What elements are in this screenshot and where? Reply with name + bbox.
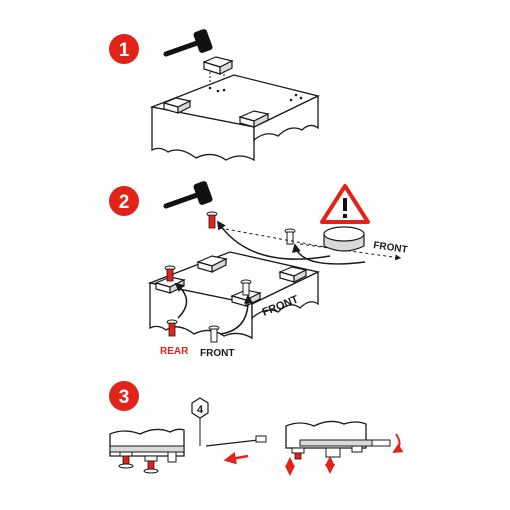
hex-key-rod <box>205 435 267 447</box>
step-3-number: 3 <box>119 387 130 408</box>
spacer-block <box>202 56 234 90</box>
white-pin-top <box>284 228 296 245</box>
front-label-pin: FRONT <box>200 348 234 359</box>
panel-2 <box>147 251 320 340</box>
hex-size-label: 4 <box>197 404 204 416</box>
hex-key-icon: 4 <box>191 397 209 446</box>
step-1-number: 1 <box>119 40 130 61</box>
step-1: 1 <box>109 29 320 162</box>
block-right <box>278 266 308 283</box>
step-3-badge: 3 <box>109 381 139 411</box>
step-2-badge: 2 <box>109 186 139 216</box>
rotate-arrow-icon <box>392 433 404 454</box>
step-2-number: 2 <box>119 192 130 213</box>
height-adjust-arrow-icon <box>285 456 335 476</box>
white-pin-loose <box>208 325 220 343</box>
mallet-icon <box>163 181 213 209</box>
panel-1 <box>149 74 320 162</box>
move-arrow-icon <box>223 452 249 465</box>
panel-3-right <box>285 420 391 460</box>
panel-3-left <box>109 428 185 474</box>
mallet-icon <box>163 29 213 57</box>
warning-triangle-icon <box>320 184 370 224</box>
red-pin-loose <box>166 319 178 337</box>
block-right <box>238 110 270 128</box>
round-foot <box>323 226 365 252</box>
block-back <box>196 255 228 273</box>
step-2: 2 FRONT <box>109 181 409 359</box>
step-3: 3 4 <box>109 381 404 476</box>
front-label-arrow: FRONT <box>373 240 409 256</box>
red-pin-top <box>206 211 218 229</box>
block-left <box>162 97 192 114</box>
step-1-badge: 1 <box>109 34 139 64</box>
rear-label: REAR <box>160 346 189 357</box>
